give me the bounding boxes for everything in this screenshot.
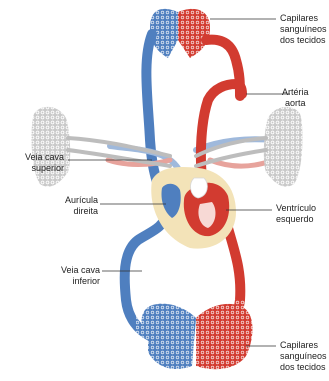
label-ventriculo-esquerdo: Ventrículo esquerdo	[276, 203, 316, 225]
label-capilares-bottom-line3: dos tecidos	[280, 362, 327, 373]
label-capilares-bottom-line2: sanguíneos	[280, 351, 327, 362]
capillary-bed-bottom	[136, 300, 256, 372]
label-arteria-aorta-line1: Artéria	[282, 87, 309, 98]
label-capilares-top-line2: sanguíneos	[280, 24, 327, 35]
label-veia-cava-inferior: Veia cava inferior	[38, 265, 100, 287]
label-veia-cava-inferior-line1: Veia cava	[38, 265, 100, 276]
label-capilares-bottom-line1: Capilares	[280, 340, 327, 351]
heart	[151, 167, 236, 249]
label-capilares-bottom: Capilares sanguíneos dos tecidos	[280, 340, 327, 373]
label-veia-cava-superior-line1: Veia cava	[4, 152, 64, 163]
label-ventriculo-esquerdo-line2: esquerdo	[276, 214, 316, 225]
label-capilares-top: Capilares sanguíneos dos tecidos	[280, 13, 327, 46]
label-veia-cava-inferior-line2: inferior	[38, 276, 100, 287]
lung-left	[32, 107, 71, 187]
lung-right	[264, 107, 303, 187]
label-auricula-direita-line1: Aurícula	[38, 195, 98, 206]
label-auricula-direita: Aurícula direita	[38, 195, 98, 217]
label-ventriculo-esquerdo-line1: Ventrículo	[276, 203, 316, 214]
label-capilares-top-line3: dos tecidos	[280, 35, 327, 46]
label-arteria-aorta-line2: aorta	[282, 98, 309, 109]
label-veia-cava-superior: Veia cava superior	[4, 152, 64, 174]
label-veia-cava-superior-line2: superior	[4, 163, 64, 174]
label-auricula-direita-line2: direita	[38, 206, 98, 217]
label-arteria-aorta: Artéria aorta	[282, 87, 309, 109]
capillary-bed-top	[150, 6, 210, 58]
label-capilares-top-line1: Capilares	[280, 13, 327, 24]
